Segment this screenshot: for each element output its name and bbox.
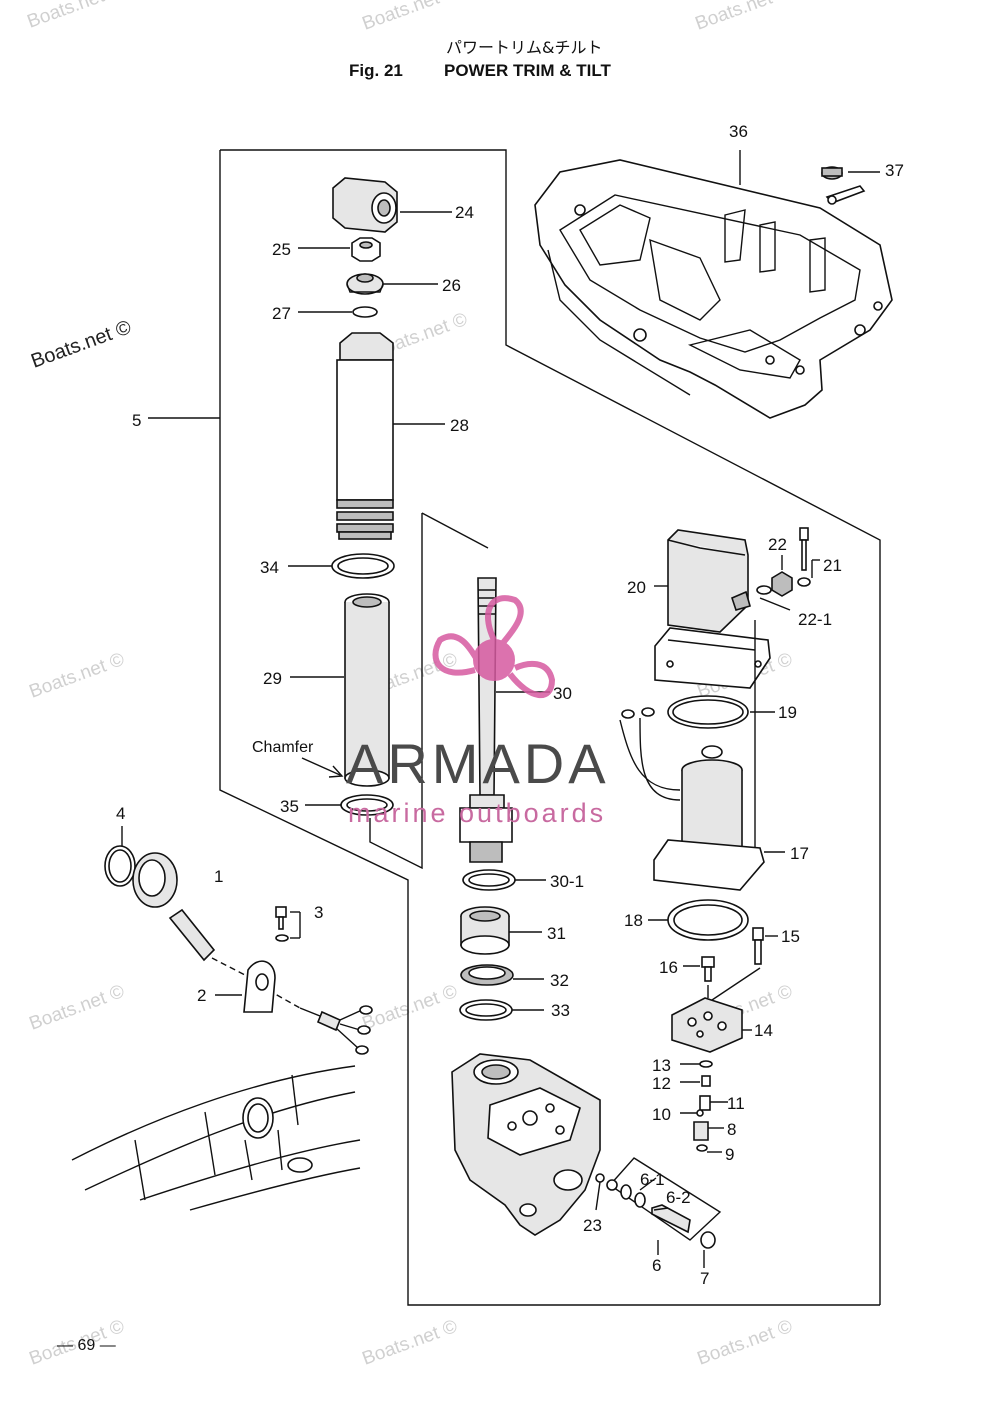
- callout-16: 16: [659, 958, 678, 977]
- callout-23: 23: [583, 1216, 602, 1235]
- callout-32: 32: [550, 971, 569, 990]
- callout-31: 31: [547, 924, 566, 943]
- callout-5: 5: [132, 411, 141, 430]
- callout-4: 4: [116, 804, 125, 823]
- callout-33: 33: [551, 1001, 570, 1020]
- callout-9: 9: [725, 1145, 734, 1164]
- watermark-text: Boats.net: [693, 0, 776, 35]
- callout-7: 7: [700, 1269, 709, 1288]
- figure-title: POWER TRIM & TILT: [444, 61, 611, 80]
- figure-number: Fig. 21: [349, 61, 403, 80]
- cowling-plug-and-lever: [821, 166, 880, 205]
- watermark-text: Boats.net ©: [27, 981, 128, 1035]
- callout-15: 15: [781, 927, 800, 946]
- callout-26: 26: [442, 276, 461, 295]
- callout-30-1: 30-1: [550, 872, 584, 891]
- callout-20: 20: [627, 578, 646, 597]
- page-number: — 69 —: [57, 1337, 116, 1354]
- callout-22: 22: [768, 535, 787, 554]
- callout-19: 19: [778, 703, 797, 722]
- callout-35: 35: [280, 797, 299, 816]
- watermark-text: Boats.net ©: [27, 649, 128, 703]
- callout-12: 12: [652, 1074, 671, 1093]
- callout-2: 2: [197, 986, 206, 1005]
- armada-brand-subtext: marine outboards: [348, 798, 606, 828]
- callout-6-2: 6-2: [666, 1188, 691, 1207]
- callout-18: 18: [624, 911, 643, 930]
- callout-8: 8: [727, 1120, 736, 1139]
- watermark-text: Boats.net: [360, 0, 443, 35]
- trim-motor-parts: [619, 527, 820, 1153]
- callout-28: 28: [450, 416, 469, 435]
- watermark-text: Boats.net: [25, 0, 108, 33]
- callout-labels: 36 37 24 25 26 27 5 28 34 29 Chamfer 35 …: [116, 122, 904, 1288]
- callout-1: 1: [214, 867, 223, 886]
- assembly-frames: [148, 149, 881, 1306]
- callout-29: 29: [263, 669, 282, 688]
- callout-13: 13: [652, 1056, 671, 1075]
- callout-36: 36: [729, 122, 748, 141]
- callout-30: 30: [553, 684, 572, 703]
- armada-logo: [432, 595, 556, 699]
- callout-6-1: 6-1: [640, 1170, 665, 1189]
- callout-17: 17: [790, 844, 809, 863]
- callout-21: 21: [823, 556, 842, 575]
- cylinder-parts: [288, 177, 452, 816]
- callout-3: 3: [314, 903, 323, 922]
- watermark-text: Boats.net ©: [695, 1316, 796, 1370]
- callout-25: 25: [272, 240, 291, 259]
- pump-manifold: [451, 1053, 605, 1236]
- armada-brand-text: ARMADA: [346, 732, 610, 795]
- callout-27: 27: [272, 304, 291, 323]
- watermark-text: Boats.net ©: [360, 1316, 461, 1370]
- trim-sensor-parts: [71, 826, 373, 1211]
- manual-valve-parts: [606, 1157, 722, 1268]
- callout-24: 24: [455, 203, 474, 222]
- callout-11: 11: [727, 1094, 745, 1113]
- callout-14: 14: [754, 1021, 773, 1040]
- lower-cowling: [534, 150, 893, 419]
- watermark-text: Boats.net ©: [360, 981, 461, 1035]
- figure-title-japanese: パワートリム&チルト: [446, 38, 602, 57]
- callout-6: 6: [652, 1256, 661, 1275]
- callout-34: 34: [260, 558, 279, 577]
- chamfer-note: Chamfer: [252, 739, 314, 756]
- watermark-text: Boats.net ©: [28, 316, 134, 373]
- callout-37: 37: [885, 161, 904, 180]
- callout-22-1: 22-1: [798, 610, 832, 629]
- callout-10: 10: [652, 1105, 671, 1124]
